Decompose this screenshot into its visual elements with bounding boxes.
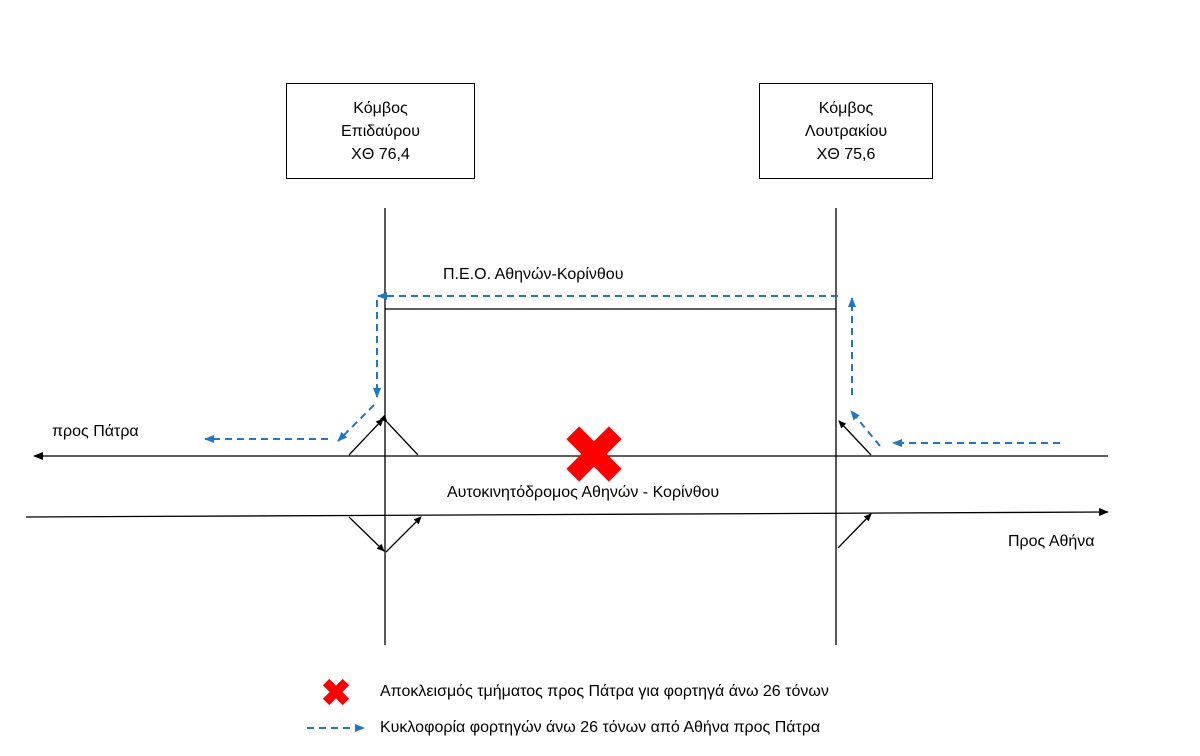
motorway-label: Αυτοκινητόδρομος Αθηνών - Κορίνθου — [447, 484, 720, 501]
closure-icon — [566, 426, 622, 482]
node-epidaurus-line2: Επιδαύρου — [341, 122, 420, 140]
node-epidaurus-line1: Κόμβος — [353, 99, 408, 117]
node-loutraki-line1: Κόμβος — [818, 99, 874, 117]
motorway-eastbound — [25, 508, 1109, 518]
ramp-loutraki-north — [838, 420, 872, 456]
ramp-epidaurus-south-entry — [385, 516, 422, 553]
legend-closure-text: Αποκλεισμός τμήματος προς Πάτρα για φορτ… — [380, 683, 829, 700]
old-road-label: Π.Ε.Ο. Αθηνών-Κορίνθου — [443, 266, 624, 283]
to-athens-label: Προς Αθήνα — [1008, 533, 1095, 550]
legend-detour-text: Κυκλοφορία φορτηγών άνω 26 τόνων από Αθή… — [380, 719, 821, 736]
node-epidaurus-line3: ΧΘ 76,4 — [351, 145, 410, 163]
red-x-icon — [322, 678, 350, 706]
ramp-epidaurus-north-exit — [348, 418, 384, 456]
node-loutraki-line2: Λουτρακίου — [804, 122, 888, 140]
ramp-epidaurus-south-exit — [348, 516, 385, 552]
node-box-epidaurus: Κόμβος Επιδαύρου ΧΘ 76,4 — [286, 83, 475, 179]
ramp-loutraki-south-entry — [837, 513, 872, 549]
to-patra-label: προς Πάτρα — [52, 423, 139, 440]
ramp-epidaurus-north-entry — [379, 414, 419, 456]
node-loutraki-line3: ΧΘ 75,6 — [816, 145, 876, 163]
node-box-loutraki: Κόμβος Λουτρακίου ΧΘ 75,6 — [759, 83, 933, 179]
detour-route — [204, 292, 1060, 447]
